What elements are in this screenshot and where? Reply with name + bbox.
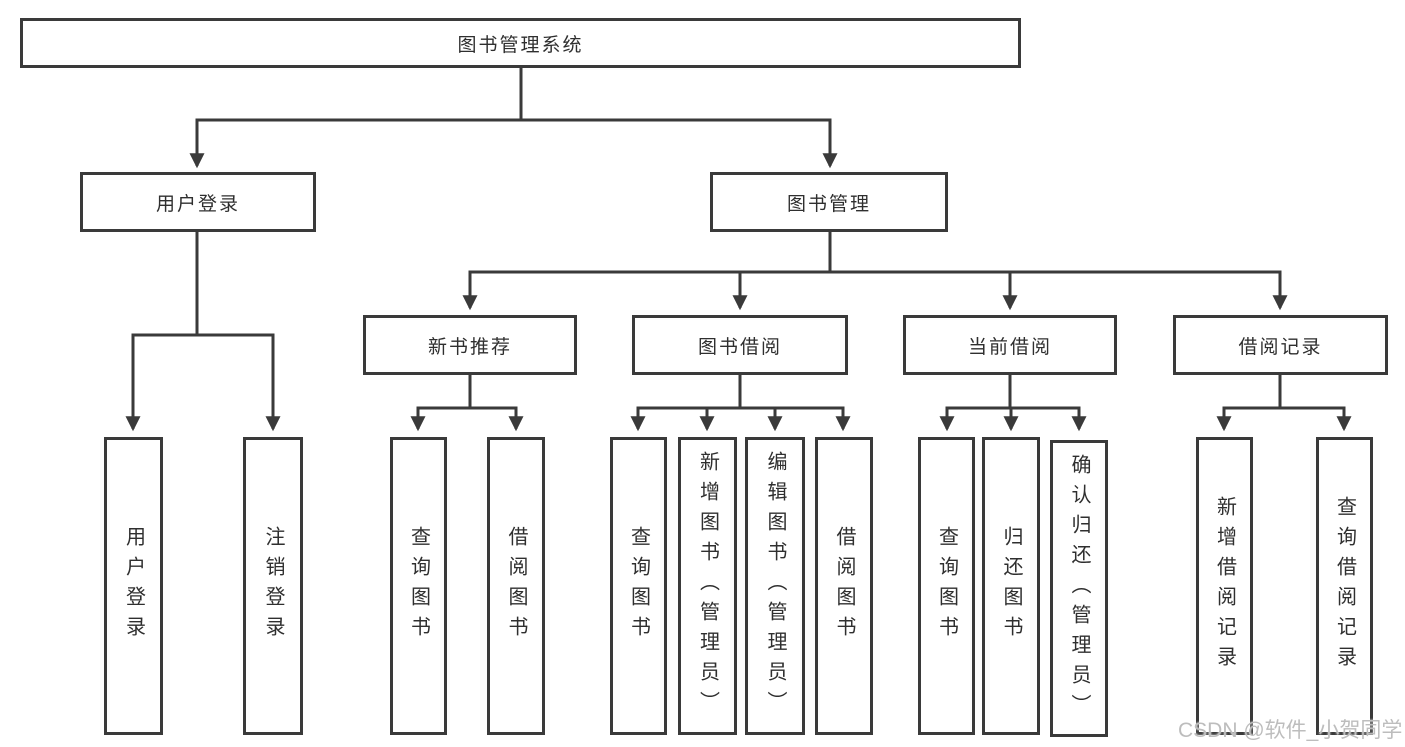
leaf-cb-query-books: 查询图书 [918,437,975,735]
node-borrow-record: 借阅记录 [1173,315,1388,375]
leaf-bb-query-books-label: 查询图书 [627,526,650,646]
connector-trunks [131,68,1346,410]
connector-arrows [125,120,1352,432]
leaf-br-query-record-label: 查询借阅记录 [1333,496,1356,676]
leaf-br-add-record-label: 新增借阅记录 [1213,496,1236,676]
leaf-cb-confirm-return-admin-label: 确认归还（管理员） [1068,453,1090,724]
node-book-management: 图书管理 [710,172,948,232]
leaf-bb-edit-books-admin-label: 编辑图书（管理员） [764,451,786,721]
leaf-br-add-record: 新增借阅记录 [1196,437,1253,735]
node-user-login: 用户登录 [80,172,316,232]
leaf-nbr-borrow-books: 借阅图书 [487,437,545,735]
leaf-user-login: 用户登录 [104,437,163,735]
leaf-cb-return-books-label: 归还图书 [1000,526,1022,646]
node-book-borrow: 图书借阅 [632,315,848,375]
leaf-br-query-record: 查询借阅记录 [1316,437,1373,735]
leaf-cb-return-books: 归还图书 [982,437,1040,735]
leaf-bb-borrow-books: 借阅图书 [815,437,873,735]
leaf-nbr-borrow-books-label: 借阅图书 [505,526,527,646]
node-root-system: 图书管理系统 [20,18,1021,68]
leaf-cb-query-books-label: 查询图书 [935,526,958,646]
leaf-bb-query-books: 查询图书 [610,437,667,735]
leaf-cb-confirm-return-admin: 确认归还（管理员） [1050,440,1108,737]
leaf-bb-add-books-admin-label: 新增图书（管理员） [696,451,719,721]
leaf-nbr-query-books-label: 查询图书 [407,526,430,646]
leaf-user-login-label: 用户登录 [122,526,145,646]
leaf-bb-edit-books-admin: 编辑图书（管理员） [745,437,805,735]
leaf-nbr-query-books: 查询图书 [390,437,447,735]
node-current-borrow: 当前借阅 [903,315,1117,375]
leaf-bb-borrow-books-label: 借阅图书 [833,526,855,646]
node-new-book-recommend: 新书推荐 [363,315,577,375]
leaf-bb-add-books-admin: 新增图书（管理员） [678,437,737,735]
leaf-logout-label: 注销登录 [262,526,284,646]
leaf-logout: 注销登录 [243,437,303,735]
